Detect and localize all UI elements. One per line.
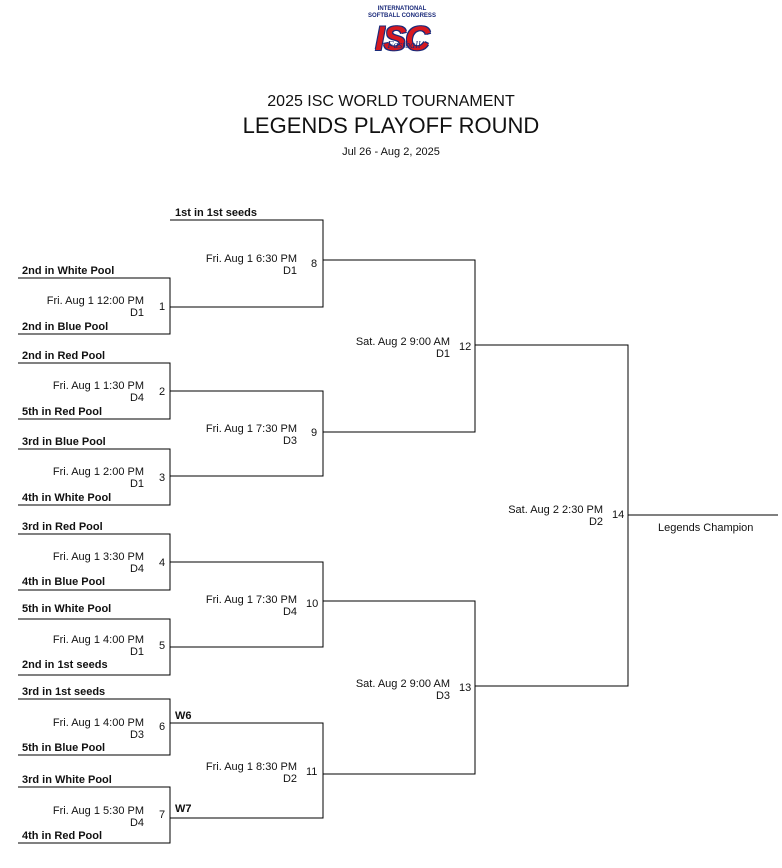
game-11-time: Fri. Aug 1 8:30 PM: [205, 761, 297, 773]
game-2-diamond: D4: [129, 392, 144, 404]
date-range: Jul 26 - Aug 2, 2025: [342, 146, 440, 158]
team-slot-game4-top: 3rd in Red Pool: [22, 521, 103, 533]
game-2-info: Fri. Aug 1 1:30 PM D4: [53, 380, 144, 404]
game-8-diamond: D1: [282, 265, 297, 277]
team-slot-game11-top: W6: [175, 710, 192, 722]
game-14-info: Sat. Aug 2 2:30 PM D2: [508, 504, 603, 528]
game-2-number: 2: [159, 386, 166, 398]
game-7-number: 7: [159, 809, 166, 821]
game-5-info: Fri. Aug 1 4:00 PM D1: [53, 634, 144, 658]
game-4-time: Fri. Aug 1 3:30 PM: [52, 551, 144, 563]
bracket-line-game-10: [170, 561, 324, 648]
game-11-number: 11: [306, 766, 318, 778]
game-13-diamond: D3: [435, 690, 450, 702]
team-slot-game11-bottom: W7: [175, 803, 192, 815]
isc-logo: INTERNATIONAL SOFTBALL CONGRESS ISC Fast…: [362, 6, 442, 62]
tournament-title: 2025 ISC WORLD TOURNAMENT: [267, 93, 515, 110]
team-slot-game6-bottom: 5th in Blue Pool: [22, 742, 106, 754]
logo-mark: ISC Fastball: [368, 20, 436, 58]
game-12-time: Sat. Aug 2 9:00 AM: [355, 336, 450, 348]
game-14-diamond: D2: [588, 516, 603, 528]
game-10-info: Fri. Aug 1 7:30 PM D4: [206, 594, 297, 618]
game-3-diamond: D1: [129, 478, 144, 490]
game-13-number: 13: [459, 682, 472, 694]
bracket-line-game-3: [18, 448, 171, 506]
game-12-diamond: D1: [435, 348, 450, 360]
team-slot-game1-top: 2nd in White Pool: [22, 265, 115, 277]
team-slot-game2-top: 2nd in Red Pool: [22, 350, 106, 362]
bracket-line-game-1: [18, 277, 171, 335]
game-4-info: Fri. Aug 1 3:30 PM D4: [53, 551, 144, 575]
bracket-line-game-8: [170, 219, 324, 308]
game-11-info: Fri. Aug 1 8:30 PM D2: [206, 761, 297, 785]
game-6-number: 6: [159, 721, 166, 733]
game-13-info: Sat. Aug 2 9:00 AM D3: [356, 678, 450, 702]
team-slot-game7-top: 3rd in White Pool: [22, 774, 112, 786]
game-3-info: Fri. Aug 1 2:00 PM D1: [53, 466, 144, 490]
game-9-info: Fri. Aug 1 7:30 PM D3: [206, 423, 297, 447]
logo-isc-text: ISC: [375, 20, 430, 58]
game-9-number: 9: [311, 427, 318, 439]
team-slot-game6-top: 3rd in 1st seeds: [22, 686, 106, 698]
bracket-line-game-6: [18, 698, 171, 756]
game-6-diamond: D3: [129, 729, 144, 741]
game-14-time: Sat. Aug 2 2:30 PM: [508, 504, 603, 516]
team-slot-game7-bottom: 4th in Red Pool: [22, 830, 103, 842]
game-6-time: Fri. Aug 1 4:00 PM: [52, 717, 144, 729]
game-4-diamond: D4: [129, 563, 144, 575]
team-slot-game5-bottom: 2nd in 1st seeds: [22, 659, 108, 671]
game-12-number: 12: [459, 341, 472, 353]
logo-org-name: INTERNATIONAL SOFTBALL CONGRESS: [362, 6, 442, 20]
game-3-time: Fri. Aug 1 2:00 PM: [52, 466, 144, 478]
bracket-line-game-7: [18, 786, 171, 844]
game-5-number: 5: [159, 640, 166, 652]
game-3-number: 3: [159, 472, 166, 484]
game-7-info: Fri. Aug 1 5:30 PM D4: [53, 805, 144, 829]
bracket-line-game-11: [170, 722, 324, 819]
team-slot-game8-top: 1st in 1st seeds: [175, 207, 257, 219]
bracket-line-game-9: [170, 390, 324, 477]
game-1-diamond: D1: [129, 307, 144, 319]
game-12-info: Sat. Aug 2 9:00 AM D1: [356, 336, 450, 360]
game-5-time: Fri. Aug 1 4:00 PM: [52, 634, 144, 646]
team-slot-game3-bottom: 4th in White Pool: [22, 492, 112, 504]
team-slot-game3-top: 3rd in Blue Pool: [22, 436, 106, 448]
game-2-time: Fri. Aug 1 1:30 PM: [52, 380, 144, 392]
logo-script-text: Fastball: [387, 40, 421, 51]
round-title: LEGENDS PLAYOFF ROUND: [242, 113, 540, 138]
champion-label: Legends Champion: [658, 522, 754, 534]
team-slot-game2-bottom: 5th in Red Pool: [22, 406, 103, 418]
game-1-info: Fri. Aug 1 12:00 PM D1: [47, 295, 144, 319]
game-4-number: 4: [159, 557, 166, 569]
game-7-time: Fri. Aug 1 5:30 PM: [52, 805, 144, 817]
game-7-diamond: D4: [129, 817, 144, 829]
game-14-number: 14: [612, 509, 625, 521]
team-slot-game4-bottom: 4th in Blue Pool: [22, 576, 106, 588]
bracket-line-game-12: [323, 259, 476, 433]
team-slot-game5-top: 5th in White Pool: [22, 603, 112, 615]
game-10-diamond: D4: [282, 606, 297, 618]
game-10-number: 10: [306, 598, 319, 610]
game-13-time: Sat. Aug 2 9:00 AM: [355, 678, 450, 690]
game-8-info: Fri. Aug 1 6:30 PM D1: [206, 253, 297, 277]
game-9-diamond: D3: [282, 435, 297, 447]
game-8-time: Fri. Aug 1 6:30 PM: [205, 253, 297, 265]
game-11-diamond: D2: [282, 773, 297, 785]
game-8-number: 8: [311, 258, 318, 270]
game-10-time: Fri. Aug 1 7:30 PM: [205, 594, 297, 606]
logo-line2: SOFTBALL CONGRESS: [368, 13, 436, 19]
team-slot-game1-bottom: 2nd in Blue Pool: [22, 321, 109, 333]
game-9-time: Fri. Aug 1 7:30 PM: [205, 423, 297, 435]
game-1-time: Fri. Aug 1 12:00 PM: [46, 295, 144, 307]
game-6-info: Fri. Aug 1 4:00 PM D3: [53, 717, 144, 741]
game-5-diamond: D1: [129, 646, 144, 658]
game-1-number: 1: [159, 301, 166, 313]
logo-line1: INTERNATIONAL: [377, 6, 427, 12]
bracket-line-game-13: [323, 600, 476, 775]
